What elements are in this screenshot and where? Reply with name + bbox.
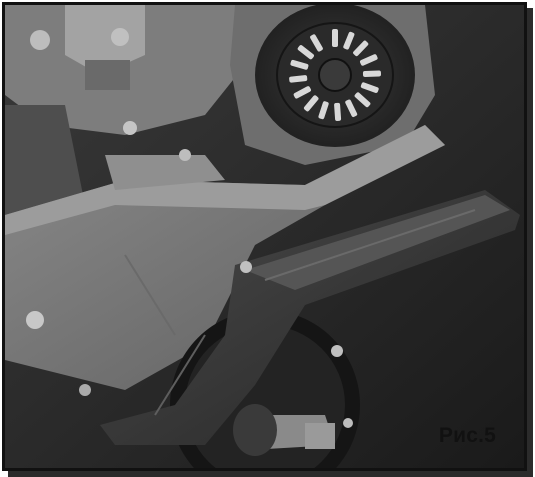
figure-caption: Рис.5 [438,424,496,447]
engine-icon [5,5,245,235]
axle-shaft-icon [233,404,335,456]
figure-frame: Рис.5 [2,2,527,471]
footrest-bracket-icon [100,190,520,445]
tiller-illustration [5,5,524,468]
frame-plate [5,121,445,396]
recoil-starter-icon [230,5,435,165]
